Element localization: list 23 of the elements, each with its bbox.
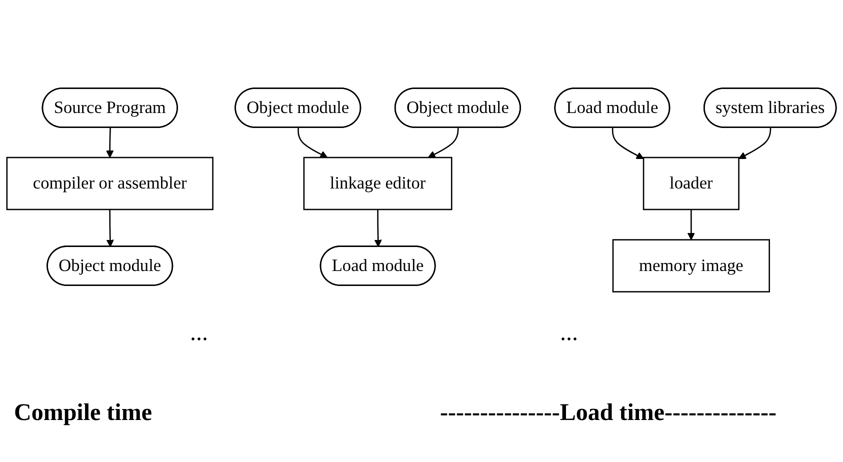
ellipse-node: Object module	[46, 246, 174, 286]
ellipse-node: system libraries	[704, 88, 837, 128]
arrow	[106, 209, 114, 248]
arrow	[428, 128, 459, 158]
phase-label: ---------------Load time--------------	[440, 400, 776, 427]
arrow	[687, 209, 695, 240]
arrow	[738, 128, 772, 160]
ellipse-node: Object module	[234, 88, 362, 128]
arrow	[374, 209, 382, 248]
ellipse-node: Load module	[554, 88, 670, 128]
process-box: loader	[642, 156, 740, 210]
ellipse-node: Source Program	[42, 88, 178, 128]
arrow	[298, 128, 328, 158]
arrow	[106, 128, 114, 158]
process-box: compiler or assembler	[6, 156, 214, 210]
ellipsis-mark: ...	[560, 320, 578, 347]
ellipse-node: Object module	[394, 88, 521, 128]
ellipsis-mark: ...	[190, 320, 208, 347]
phase-label: Compile time	[14, 400, 152, 427]
arrow	[612, 128, 644, 160]
process-box: memory image	[612, 239, 770, 292]
ellipse-node: Load module	[320, 246, 436, 286]
process-box: linkage editor	[303, 156, 452, 210]
